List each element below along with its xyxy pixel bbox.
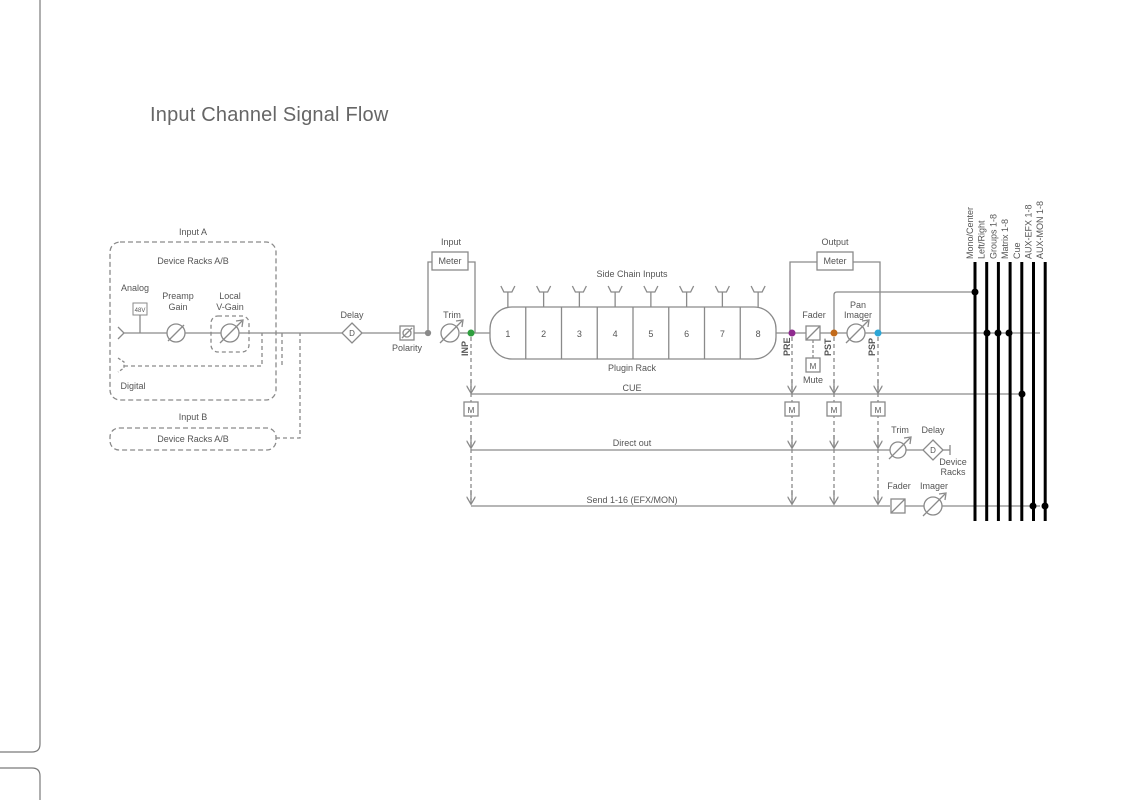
output-meter-label: Meter bbox=[823, 256, 846, 266]
output-meter-box bbox=[816, 251, 854, 271]
plugin-slot-label: 4 bbox=[613, 329, 618, 339]
input-meter-label: Meter bbox=[438, 256, 461, 266]
direct-delay-icon bbox=[922, 439, 944, 461]
input-b-box bbox=[109, 427, 277, 451]
mute-box bbox=[463, 401, 479, 417]
bus-label: AUX-MON 1-8 bbox=[1035, 201, 1045, 259]
local-vgain-label-1: Local bbox=[219, 291, 241, 301]
bus-label: Left/Right bbox=[977, 220, 987, 259]
direct-out-label: Direct out bbox=[613, 438, 652, 448]
pre-tap-dot bbox=[788, 329, 796, 337]
m-symbol: M bbox=[789, 406, 796, 415]
delay-icon bbox=[341, 322, 363, 344]
input-a-box bbox=[109, 241, 277, 401]
pan-imager-label-1: Pan bbox=[850, 300, 866, 310]
side-chain-input-icon bbox=[714, 285, 730, 307]
bus-label: Groups 1-8 bbox=[988, 214, 998, 259]
preamp-gain-label-1: Preamp bbox=[162, 291, 194, 301]
plugin-slot-label: 7 bbox=[720, 329, 725, 339]
plugin-slot-label: 6 bbox=[684, 329, 689, 339]
polarity-icon bbox=[399, 325, 415, 341]
plugin-slot-label: 8 bbox=[756, 329, 761, 339]
input-meter-box bbox=[431, 251, 469, 271]
side-chain-input-icon bbox=[607, 285, 623, 307]
trim-icon bbox=[439, 319, 464, 344]
mute-box bbox=[784, 401, 800, 417]
cue-label: CUE bbox=[622, 383, 641, 393]
delay-symbol: D bbox=[349, 329, 355, 338]
inp-tap-dot bbox=[467, 329, 475, 337]
plugin-slot-label: 1 bbox=[505, 329, 510, 339]
pst-tap-dot bbox=[830, 329, 838, 337]
pan-imager-label-2: Imager bbox=[844, 310, 872, 320]
side-chain-input-icon bbox=[536, 285, 552, 307]
delay-label: Delay bbox=[340, 310, 364, 320]
preamp-gain-icon bbox=[166, 323, 186, 343]
pre-tap-label: PRE bbox=[782, 337, 792, 356]
vgain-box bbox=[210, 315, 250, 353]
phantom-label: 48V bbox=[135, 308, 146, 314]
analog-connector-icon bbox=[117, 326, 125, 340]
psp-tap-label: PSP bbox=[867, 338, 877, 356]
bus-label: Cue bbox=[1012, 242, 1022, 259]
m-symbol: M bbox=[875, 406, 882, 415]
digital-connector-icon bbox=[117, 357, 125, 373]
mute-symbol: M bbox=[810, 362, 817, 371]
fader-icon bbox=[805, 325, 821, 341]
inp-tap-label: INP bbox=[460, 341, 470, 356]
mute-box bbox=[805, 357, 821, 373]
m-symbol: M bbox=[468, 406, 475, 415]
preamp-gain-label-2: Gain bbox=[168, 302, 187, 312]
direct-trim-label: Trim bbox=[891, 425, 909, 435]
send-label: Send 1-16 (EFX/MON) bbox=[586, 495, 677, 505]
input-b-racks-label: Device Racks A/B bbox=[157, 434, 229, 444]
send-imager-icon bbox=[922, 492, 947, 517]
direct-trim-icon bbox=[888, 436, 912, 460]
analog-label: Analog bbox=[121, 283, 149, 293]
trim-label: Trim bbox=[443, 310, 461, 320]
direct-delay-symbol: D bbox=[930, 446, 936, 455]
pan-imager-icon bbox=[845, 319, 870, 344]
plugin-slot-label: 2 bbox=[541, 329, 546, 339]
digital-label: Digital bbox=[120, 381, 145, 391]
side-chain-input-icon bbox=[679, 285, 695, 307]
device-racks-label-1: Device bbox=[939, 457, 967, 467]
send-fader-icon bbox=[890, 498, 906, 514]
plugin-rack-label: Plugin Rack bbox=[608, 363, 657, 373]
input-b-title: Input B bbox=[179, 412, 208, 422]
m-symbol: M bbox=[831, 406, 838, 415]
bus-label: Matrix 1-8 bbox=[1000, 219, 1010, 259]
bus-label: AUX-EFX 1-8 bbox=[1024, 204, 1034, 259]
bus-label: Mono/Center bbox=[965, 207, 975, 259]
polarity-label: Polarity bbox=[392, 343, 423, 353]
device-racks-label-2: Racks bbox=[940, 467, 966, 477]
input-a-racks-label: Device Racks A/B bbox=[157, 256, 229, 266]
send-fader-label: Fader bbox=[887, 481, 911, 491]
input-a-title: Input A bbox=[179, 227, 207, 237]
side-chain-label: Side Chain Inputs bbox=[596, 269, 668, 279]
mute-box bbox=[870, 401, 886, 417]
mute-box bbox=[826, 401, 842, 417]
fader-label: Fader bbox=[802, 310, 826, 320]
side-chain-input-icon bbox=[571, 285, 587, 307]
direct-delay-label: Delay bbox=[921, 425, 945, 435]
send-imager-label: Imager bbox=[920, 481, 948, 491]
psp-tap-dot bbox=[874, 329, 882, 337]
side-chain-input-icon bbox=[750, 285, 766, 307]
side-chain-input-icon bbox=[500, 285, 516, 307]
pst-tap-label: PST bbox=[823, 338, 833, 356]
input-meter-title: Input bbox=[441, 237, 462, 247]
output-meter-title: Output bbox=[821, 237, 849, 247]
plugin-slot-label: 3 bbox=[577, 329, 582, 339]
local-vgain-label-2: V-Gain bbox=[216, 302, 244, 312]
local-vgain-icon bbox=[219, 319, 244, 344]
page-title: Input Channel Signal Flow bbox=[150, 104, 389, 126]
mute-label: Mute bbox=[803, 375, 823, 385]
plugin-slot-label: 5 bbox=[648, 329, 653, 339]
side-chain-input-icon bbox=[643, 285, 659, 307]
